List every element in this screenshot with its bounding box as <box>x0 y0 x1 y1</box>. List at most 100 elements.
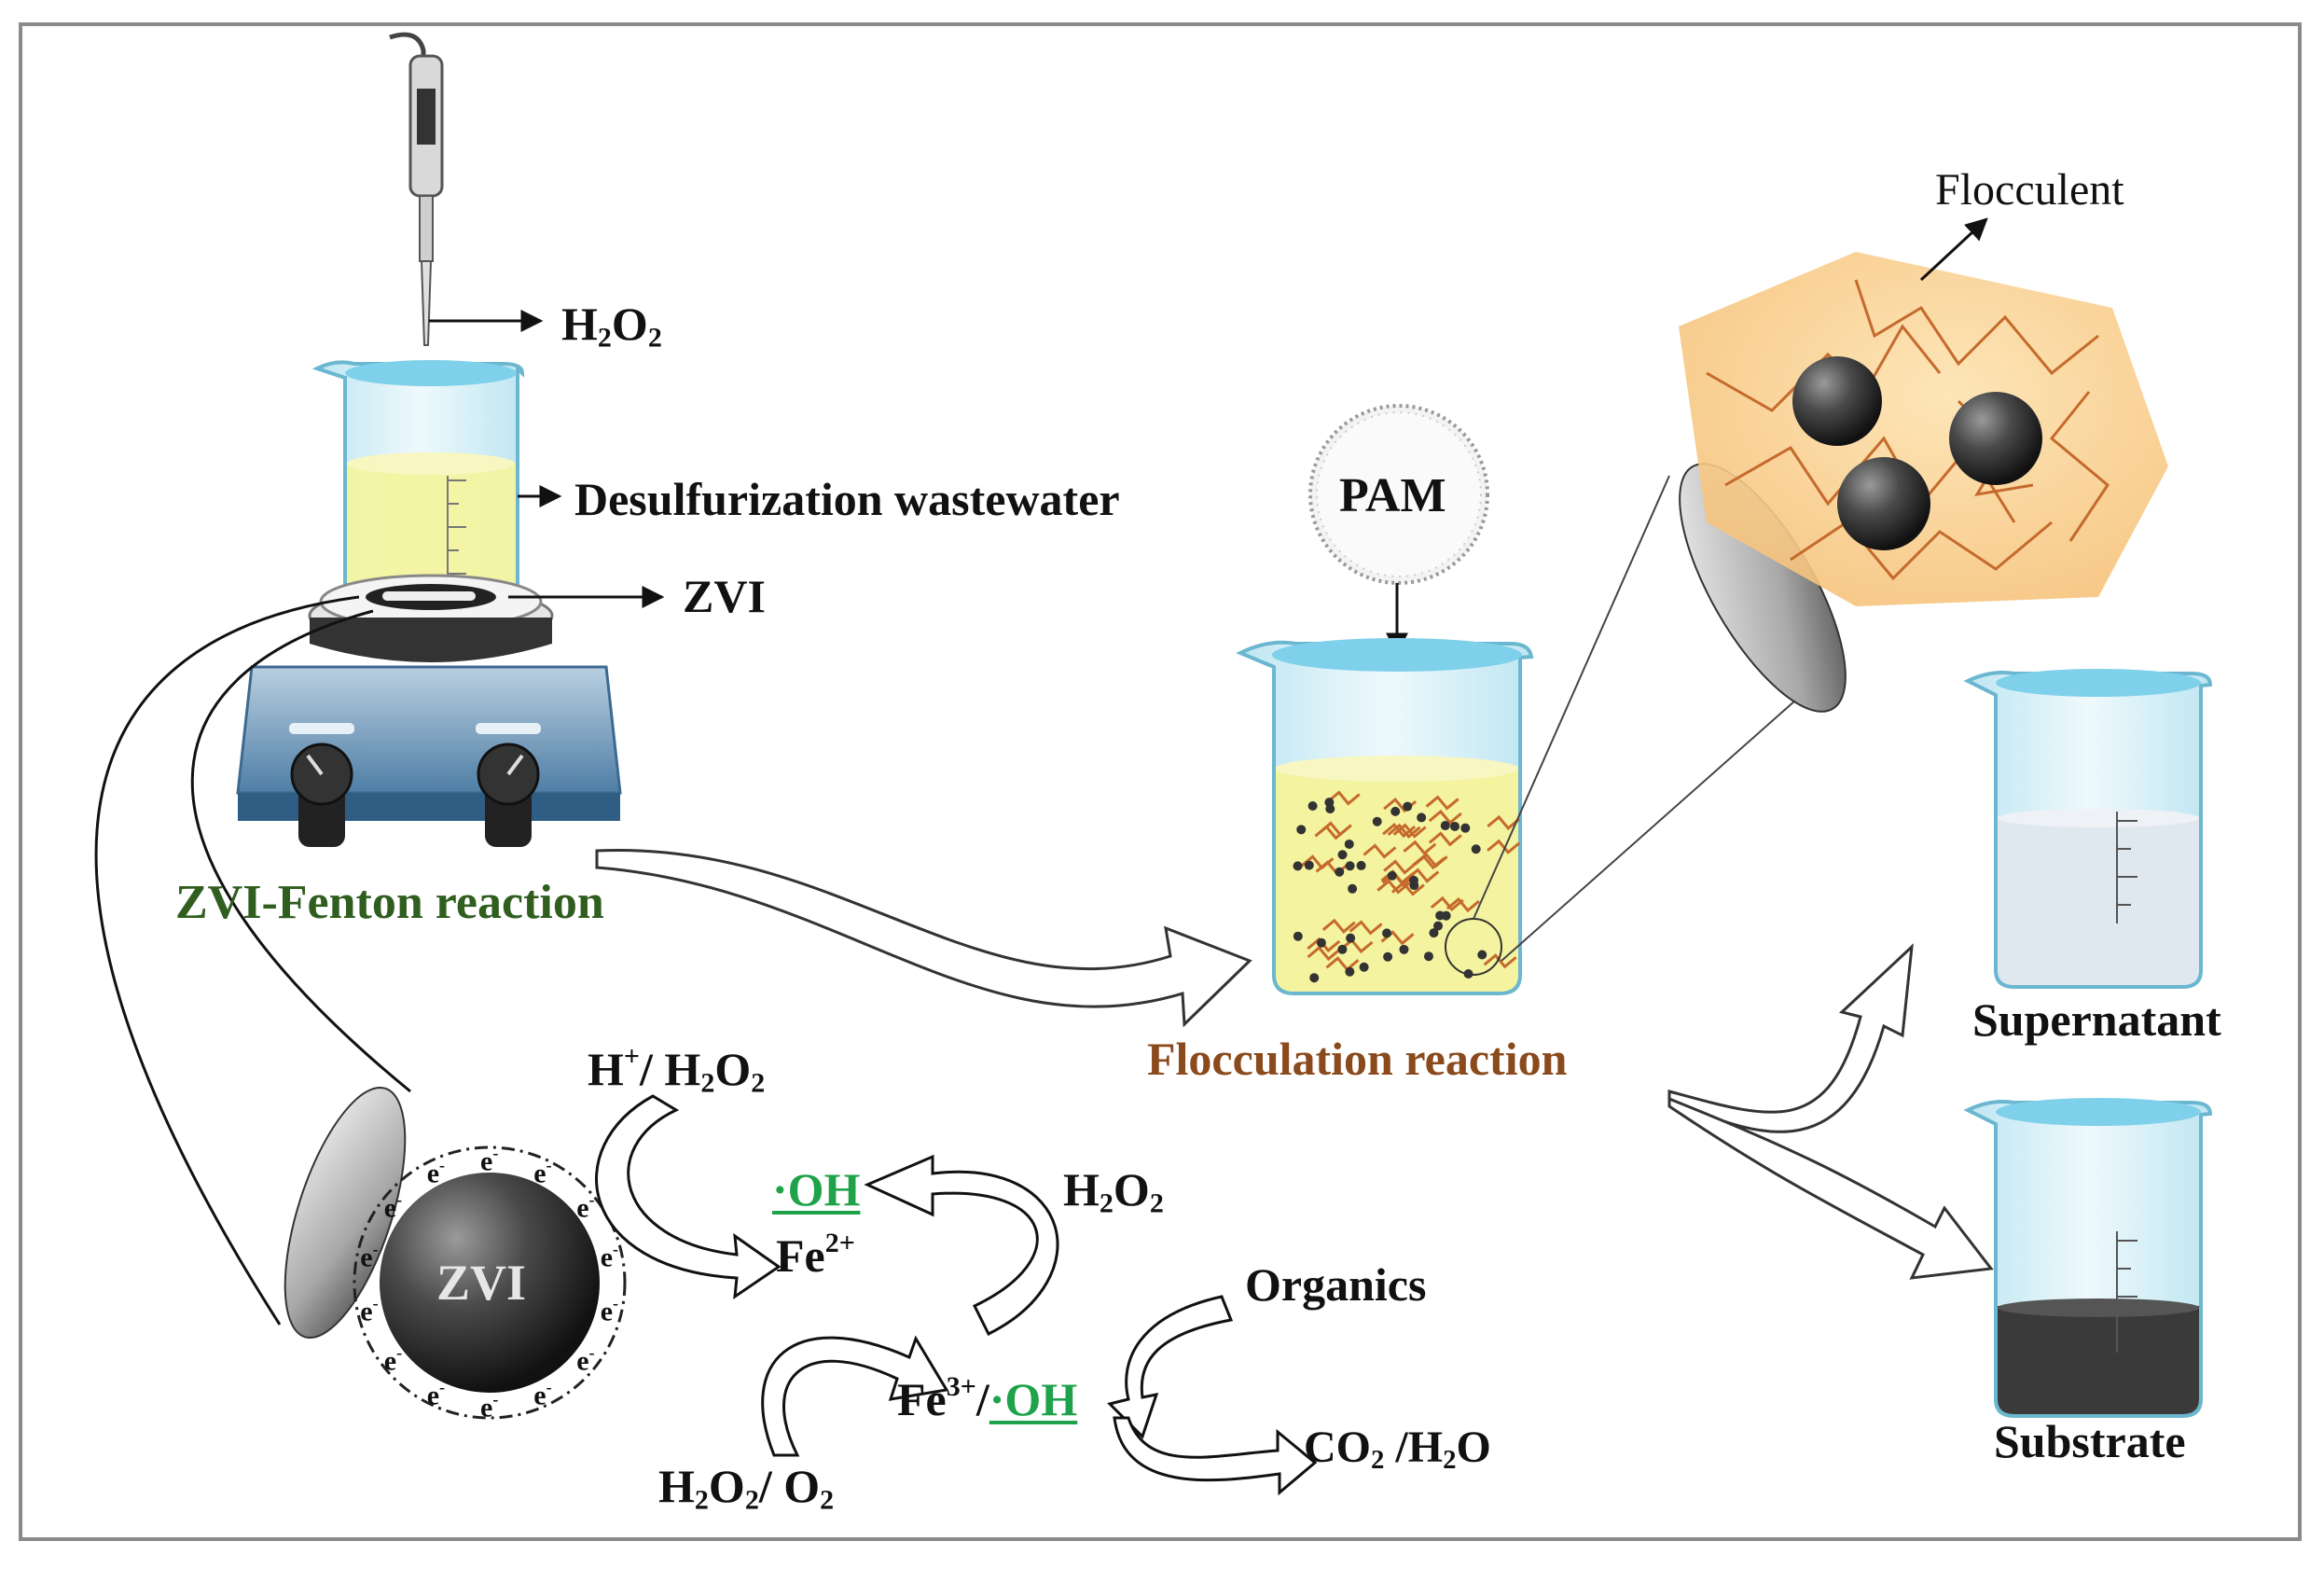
electron-label: e- <box>576 1343 595 1377</box>
pam-cloud <box>1308 404 1489 585</box>
floc-particle <box>1423 951 1433 962</box>
label-fe3-oh: Fe3+/·OH <box>897 1371 1078 1425</box>
flocculation-beaker <box>1236 638 1534 995</box>
electron-label: e- <box>360 1239 379 1273</box>
flocculent-cluster <box>1679 252 2168 606</box>
floc-chain <box>1318 821 1352 837</box>
electron-label: e- <box>600 1294 619 1327</box>
floc-particle <box>1296 825 1307 835</box>
label-zvi-fenton-reaction: ZVI-Fenton reaction <box>175 876 604 929</box>
label-co2-h2o: CO2 /H2O <box>1304 1423 1491 1476</box>
electron-label: e- <box>383 1343 403 1377</box>
floc-chain <box>1414 853 1448 868</box>
electron-label: e- <box>383 1189 403 1224</box>
electron-label: e- <box>480 1390 499 1423</box>
label-oh-radical-bottom: ·OH <box>989 1373 1078 1425</box>
floc-particle <box>1372 816 1382 826</box>
label-substrate: Substrate <box>1994 1415 2186 1467</box>
label-pam: PAM <box>1339 469 1446 522</box>
floc-chain <box>1483 953 1517 969</box>
floc-chain <box>1383 859 1418 875</box>
floc-particle <box>1471 844 1481 854</box>
floc-chain <box>1403 840 1437 855</box>
floc-chain <box>1321 918 1356 934</box>
floc-particle <box>1390 806 1401 816</box>
electron-label: e- <box>533 1377 552 1411</box>
co2-arrow <box>1113 1416 1318 1496</box>
label-flocculent: Flocculent <box>1935 165 2124 215</box>
floc-particle <box>1359 962 1369 972</box>
electron-label: e- <box>576 1189 595 1224</box>
floc-particle <box>1309 973 1320 983</box>
hplus-arrow <box>595 1094 782 1300</box>
label-organics: Organics <box>1245 1258 1427 1311</box>
floc-chain <box>1487 814 1521 831</box>
floc-chain <box>1487 839 1521 854</box>
floc-particle <box>1346 933 1356 943</box>
floc-particle <box>1399 944 1409 954</box>
floc-particle <box>1409 881 1419 891</box>
stirrer-beaker <box>311 360 525 616</box>
floc-chain <box>1390 881 1425 896</box>
label-hplus-h2o2: H+/ H2O2 <box>588 1041 766 1099</box>
zvi-particle <box>353 1146 627 1420</box>
floc-particle <box>1477 950 1487 960</box>
fenton-cycle-arrows <box>595 1094 1318 1496</box>
electron-label: e- <box>533 1156 552 1189</box>
floc-particle <box>1345 966 1355 977</box>
electron-label: e- <box>480 1144 499 1177</box>
floc-chain <box>1326 790 1361 806</box>
floc-particle <box>1435 910 1446 921</box>
floc-particle <box>1335 867 1345 877</box>
floc-particle <box>1344 839 1354 849</box>
floc-particle <box>1383 951 1393 962</box>
label-zvi-particle: ZVI <box>436 1255 527 1311</box>
h2o2-oh-arrow <box>864 1154 1059 1337</box>
supernatant-beaker <box>1963 669 2213 989</box>
zoom-line-floc-2 <box>1501 671 1829 962</box>
electron-label: e- <box>426 1377 446 1411</box>
floc-particle <box>1307 800 1318 811</box>
label-oh-radical-top: ·OH <box>772 1163 861 1215</box>
floc-to-supernatant-arrow <box>1667 943 1914 1133</box>
electron-label: e- <box>360 1294 379 1327</box>
fenton-to-floc-arrow <box>595 848 1252 1028</box>
floc-to-substrate-arrow <box>1667 1096 1994 1280</box>
floc-chain <box>1430 896 1464 912</box>
label-fe2: Fe2+ <box>776 1228 855 1282</box>
floc-chain <box>1349 920 1383 936</box>
label-desulfurization-wastewater: Desulfurization wastewater <box>574 473 1120 525</box>
electron-label: e- <box>426 1156 446 1189</box>
floc-particle <box>1337 850 1348 860</box>
floc-particle <box>1304 860 1314 870</box>
floc-chain <box>1376 879 1411 895</box>
fe2-fe3-arrow <box>761 1335 949 1457</box>
floc-particle <box>1433 921 1444 931</box>
label-supernatant: Supernatant <box>1972 993 2221 1046</box>
floc-particle <box>1345 861 1355 871</box>
floc-particle <box>1324 798 1335 808</box>
flocculent-arrow <box>1919 217 1988 282</box>
floc-particle <box>1382 928 1392 938</box>
floc-chain <box>1363 843 1397 859</box>
floc-particle <box>1429 928 1439 938</box>
floc-chain <box>1339 937 1374 954</box>
label-h2o2-o2: H2O2/ O2 <box>658 1460 835 1516</box>
substrate-beaker <box>1963 1098 2213 1418</box>
floc-chain <box>1428 809 1462 826</box>
zoom-line-floc-1 <box>1473 475 1670 920</box>
floc-particle <box>1460 823 1471 833</box>
floc-particle <box>1403 801 1413 812</box>
floc-chain <box>1382 823 1417 839</box>
floc-particle <box>1316 937 1326 948</box>
floc-chain <box>1446 896 1480 913</box>
label-h2o2-top: H2O2 <box>561 298 662 354</box>
floc-chain <box>1425 795 1459 811</box>
floc-particle <box>1293 931 1303 941</box>
floc-particle <box>1417 812 1427 823</box>
floc-particle <box>1387 870 1397 881</box>
floc-particle <box>1293 861 1303 871</box>
floc-particle <box>1337 944 1348 954</box>
floc-particle <box>1348 883 1358 894</box>
